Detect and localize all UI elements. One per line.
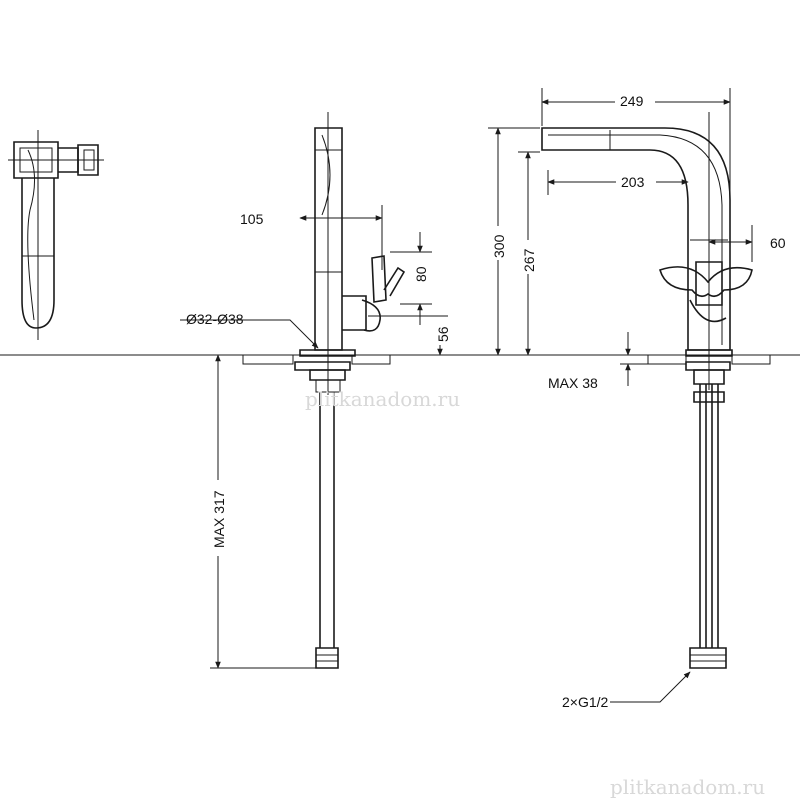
dim-249-label: 249 <box>620 93 644 109</box>
dim-300-label: 300 <box>491 234 507 258</box>
dim-max317-label: MAX 317 <box>211 490 227 548</box>
watermark-top: plitkanadom.ru <box>305 387 460 411</box>
dim-g12-label: 2×G1/2 <box>562 694 609 710</box>
dim-267-label: 267 <box>521 248 537 272</box>
dim-max38-label: MAX 38 <box>548 375 598 391</box>
dim-56-label: 56 <box>435 326 451 342</box>
top-view <box>8 130 104 340</box>
side-view <box>242 112 406 669</box>
front-view <box>541 112 771 669</box>
dim-80-label: 80 <box>413 266 429 282</box>
dim-60-label: 60 <box>770 235 786 251</box>
dim-diameter-label: Ø32-Ø38 <box>186 311 244 327</box>
dim-203-label: 203 <box>621 174 645 190</box>
watermark-bottom: plitkanadom.ru <box>610 775 765 799</box>
dim-105-label: 105 <box>240 211 264 227</box>
